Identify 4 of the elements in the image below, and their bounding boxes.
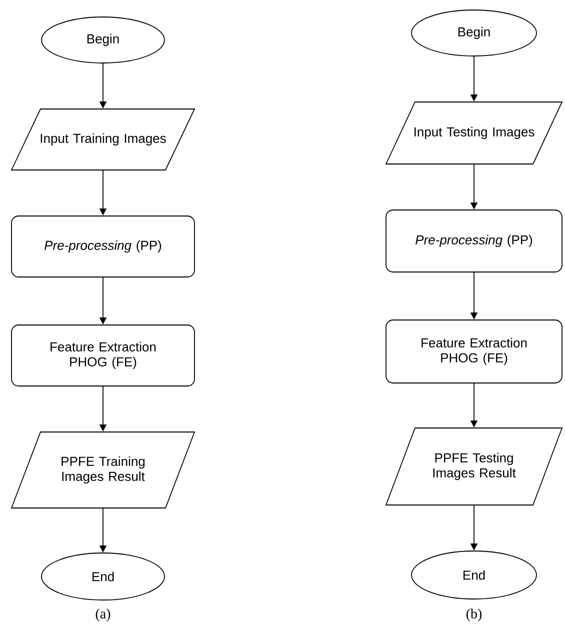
process-box: Feature Extraction PHOG (FE)	[386, 320, 562, 384]
process-box: Pre-processing (PP)	[11, 216, 195, 278]
process-box: Pre-processing (PP)	[386, 210, 562, 272]
process-box: Feature Extraction PHOG (FE)	[11, 324, 195, 386]
